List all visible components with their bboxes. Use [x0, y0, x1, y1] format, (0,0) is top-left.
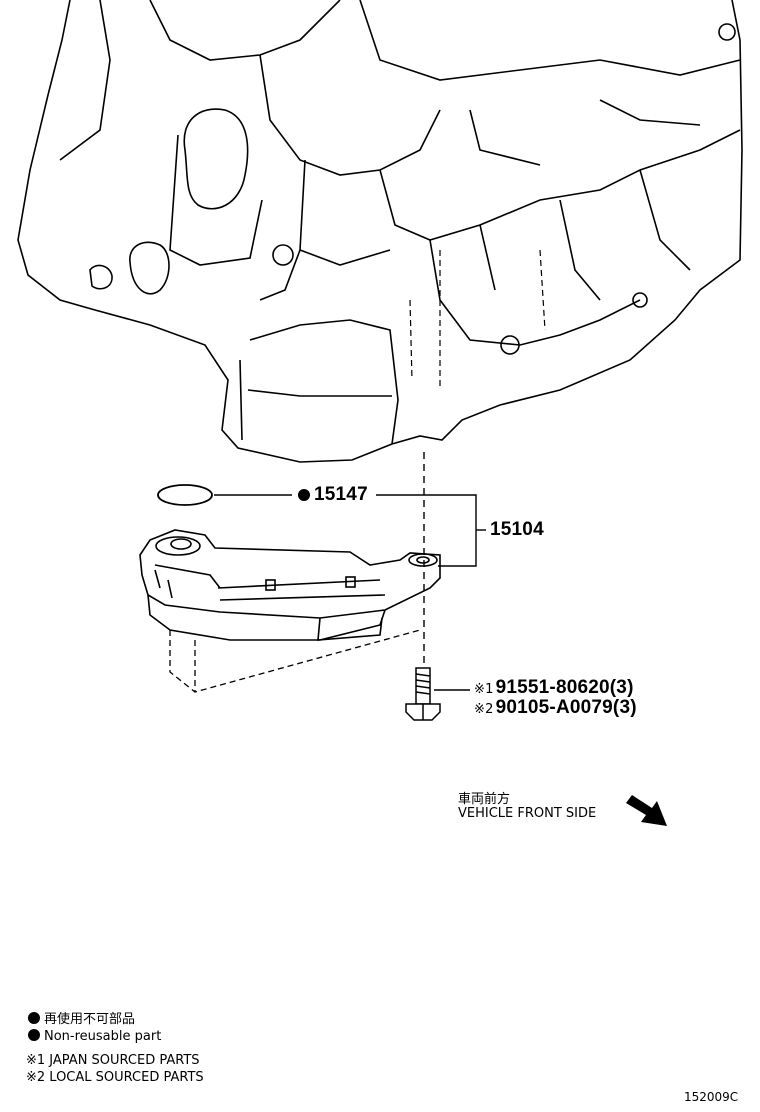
- non-reusable-dot-icon: [298, 489, 310, 501]
- part-number-bolt-local: 90105-A0079(3): [495, 697, 637, 718]
- local-sourced-marker: ※2: [474, 702, 494, 717]
- engine-block-hidden-lines: [409, 249, 546, 390]
- engine-block: [17, 0, 743, 463]
- legend-nonreusable-jp-text: 再使用不可部品: [44, 1012, 136, 1027]
- part-number-bolt-japan: 91551-80620(3): [495, 677, 634, 698]
- arrow-down-right-icon: [626, 795, 667, 826]
- vehicle-front-label-en: VEHICLE FRONT SIDE: [458, 806, 597, 821]
- figure-reference: 152009C: [684, 1090, 739, 1104]
- part-label-15104: 15104: [490, 519, 544, 541]
- legend-local-sourced: ※2 LOCAL SOURCED PARTS: [26, 1070, 204, 1085]
- part-number-15147: 15147: [314, 484, 368, 505]
- non-reusable-dot-icon: [28, 1012, 40, 1024]
- legend-nonreusable-en: Non-reusable part: [28, 1029, 161, 1044]
- gasket-15147: [157, 484, 213, 506]
- bracket-leader-line: [376, 494, 477, 567]
- vehicle-front-label-jp: 車両前方: [458, 792, 511, 807]
- legend-nonreusable-en-text: Non-reusable part: [44, 1029, 162, 1044]
- oil-strainer-15104: [139, 529, 441, 641]
- flange-bolt: [405, 667, 441, 721]
- strainer-inlet-hidden-lines: [169, 629, 421, 693]
- non-reusable-dot-icon: [28, 1029, 40, 1041]
- legend-nonreusable-jp: 再使用不可部品: [28, 1008, 135, 1027]
- japan-sourced-marker: ※1: [474, 682, 494, 697]
- legend-japan-sourced: ※1 JAPAN SOURCED PARTS: [26, 1053, 200, 1068]
- part-label-15147: 15147: [298, 484, 368, 506]
- part-number-15104: 15104: [490, 519, 544, 540]
